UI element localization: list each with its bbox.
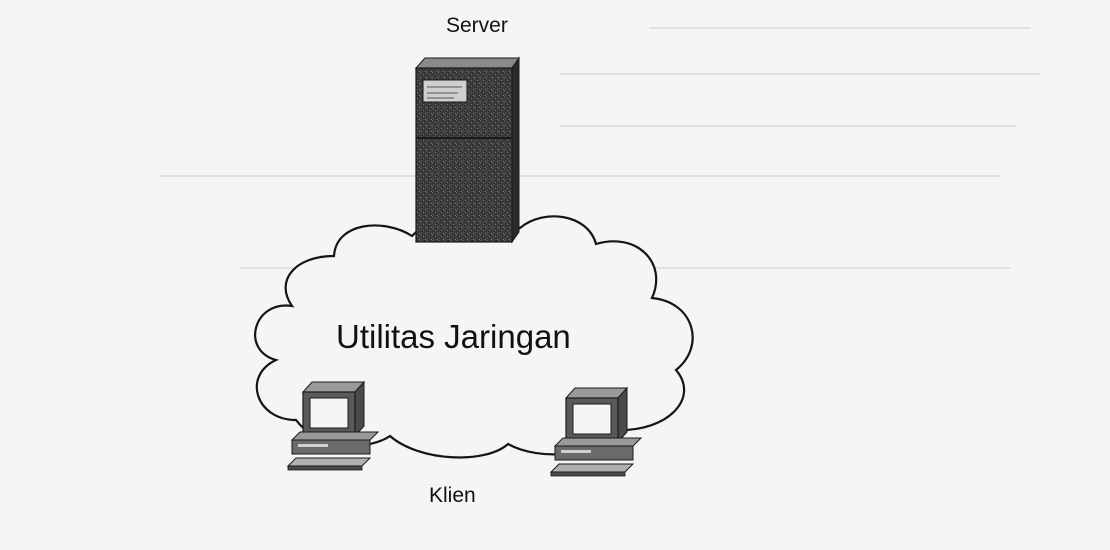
- desktop-computer-icon: [286, 380, 380, 471]
- server-tower-icon: [414, 56, 520, 244]
- server-label: Server: [446, 14, 508, 37]
- background-scan-lines: [159, 27, 1041, 269]
- client-label: Klien: [429, 484, 476, 507]
- desktop-computer-icon: [549, 386, 643, 477]
- cloud-label: Utilitas Jaringan: [336, 318, 571, 355]
